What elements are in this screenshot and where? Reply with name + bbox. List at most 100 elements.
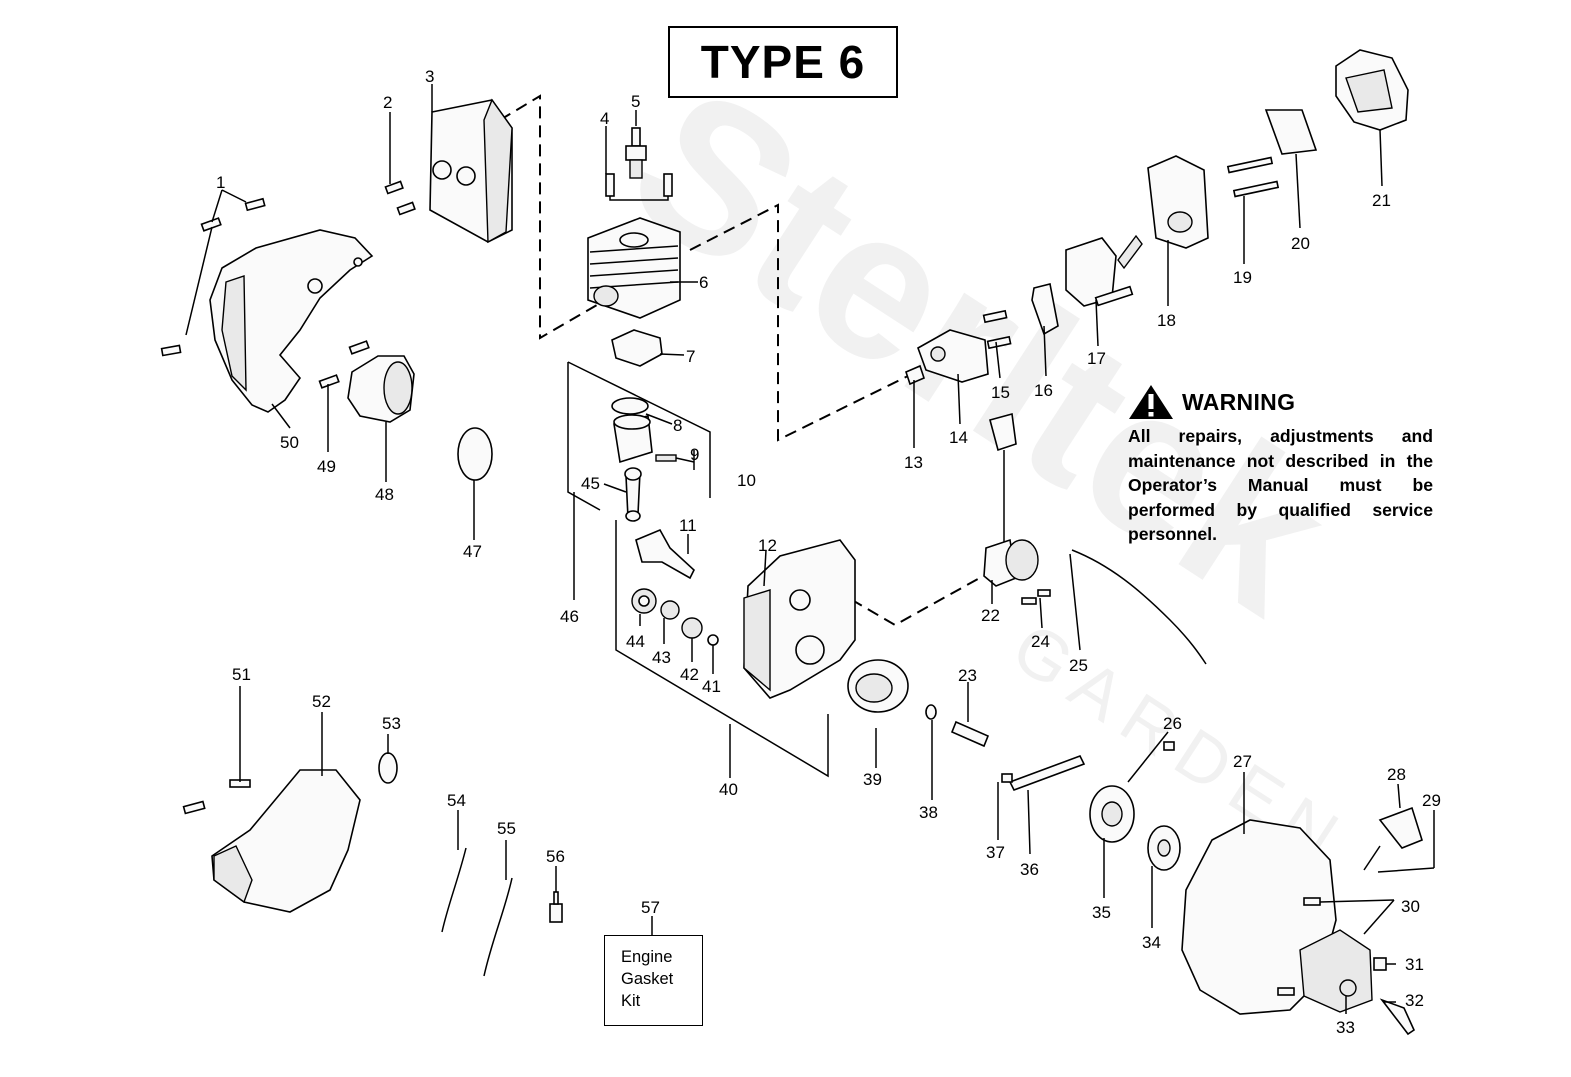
callout-3: 3 xyxy=(425,67,434,86)
callout-9: 9 xyxy=(690,445,699,464)
warning-heading: WARNING xyxy=(1182,388,1296,415)
part-52-cover xyxy=(211,769,361,913)
callout-57: 57 xyxy=(641,898,660,917)
bracket-46 xyxy=(567,362,601,511)
part-18-filter-plate xyxy=(1147,155,1209,249)
callout-13: 13 xyxy=(904,453,923,472)
gasket-kit-box: Engine Gasket Kit xyxy=(604,935,703,1026)
callout-54: 54 xyxy=(447,791,466,810)
part-54-fuel-line xyxy=(441,847,467,933)
part-56-fuel-filter xyxy=(549,903,563,923)
callout-21: 21 xyxy=(1372,191,1391,210)
callout-26: 26 xyxy=(1163,714,1182,733)
callout-53: 53 xyxy=(382,714,401,733)
callout-56: 56 xyxy=(546,847,565,866)
callout-6: 6 xyxy=(699,273,708,292)
callout-37: 37 xyxy=(986,843,1005,862)
part-30-screw xyxy=(1303,897,1321,906)
part-45-conrod xyxy=(624,467,642,522)
part-1-screws xyxy=(160,197,266,357)
part-37-screw xyxy=(1001,773,1013,783)
callout-36: 36 xyxy=(1020,860,1039,879)
part-5-spark-plug xyxy=(625,127,647,179)
part-20-filter-element xyxy=(1264,109,1318,155)
part-13-gasket xyxy=(905,364,925,386)
callout-48: 48 xyxy=(375,485,394,504)
part-15-screw xyxy=(982,309,1008,324)
callout-51: 51 xyxy=(232,665,251,684)
bracket-10 xyxy=(567,361,711,498)
callout-38: 38 xyxy=(919,803,938,822)
part-10-piston xyxy=(613,414,677,464)
diagram-title: TYPE 6 xyxy=(668,26,898,98)
part-55-fuel-line xyxy=(483,877,513,977)
callout-12: 12 xyxy=(758,536,777,555)
part-42-bearing xyxy=(681,617,703,639)
callout-27: 27 xyxy=(1233,752,1252,771)
callout-2: 2 xyxy=(383,93,392,112)
part-3-muffler xyxy=(429,98,513,244)
part-21-filter-cover xyxy=(1335,49,1409,131)
part-53-nut xyxy=(378,752,398,784)
part-16-gasket xyxy=(1031,283,1059,336)
callout-15: 15 xyxy=(991,383,1010,402)
callout-19: 19 xyxy=(1233,268,1252,287)
warning-header: WARNING xyxy=(1128,384,1433,420)
warning-text: All repairs, adjustments and maintenance… xyxy=(1128,426,1433,544)
part-26-nut xyxy=(1163,741,1175,751)
callout-43: 43 xyxy=(652,648,671,667)
part-8-ring xyxy=(611,397,649,415)
part-47-o-ring xyxy=(457,427,493,481)
part-14-intake xyxy=(917,329,989,383)
callout-1: 1 xyxy=(216,173,225,192)
callout-41: 41 xyxy=(702,677,721,696)
kit-line-1: Engine xyxy=(621,948,673,966)
part-25-wire xyxy=(1071,549,1207,665)
part-19-screw xyxy=(1226,156,1274,174)
callout-34: 34 xyxy=(1142,933,1161,952)
part-24-screw xyxy=(1021,597,1037,605)
callout-28: 28 xyxy=(1387,765,1406,784)
part-6-cylinder xyxy=(587,217,681,319)
callout-46: 46 xyxy=(560,607,579,626)
part-50-shroud xyxy=(209,229,374,413)
part-17-carburetor xyxy=(1065,234,1143,307)
part-31-pawl xyxy=(1373,957,1387,971)
callout-29: 29 xyxy=(1422,791,1441,810)
callout-32: 32 xyxy=(1405,991,1424,1010)
part-23-starter-pawl xyxy=(950,720,990,748)
callout-50: 50 xyxy=(280,433,299,452)
callout-40: 40 xyxy=(719,780,738,799)
part-2-screws xyxy=(384,180,416,216)
callout-23: 23 xyxy=(958,666,977,685)
callout-55: 55 xyxy=(497,819,516,838)
part-49-screw xyxy=(318,374,340,389)
callout-52: 52 xyxy=(312,692,331,711)
callout-30: 30 xyxy=(1401,897,1420,916)
callout-8: 8 xyxy=(673,416,682,435)
callout-22: 22 xyxy=(981,606,1000,625)
callout-20: 20 xyxy=(1291,234,1310,253)
callout-10: 10 xyxy=(737,471,756,490)
callout-14: 14 xyxy=(949,428,968,447)
part-32-spring xyxy=(1379,998,1416,1036)
callout-49: 49 xyxy=(317,457,336,476)
callout-7: 7 xyxy=(686,347,695,366)
part-38-washer xyxy=(925,704,937,720)
part-39-flywheel xyxy=(847,659,909,713)
part-41-ring xyxy=(707,634,719,646)
kit-line-3: Kit xyxy=(621,992,641,1010)
callout-17: 17 xyxy=(1087,349,1106,368)
part-12-crankcase xyxy=(743,539,856,699)
callout-18: 18 xyxy=(1157,311,1176,330)
callout-16: 16 xyxy=(1034,381,1053,400)
callout-31: 31 xyxy=(1405,955,1424,974)
callout-35: 35 xyxy=(1092,903,1111,922)
part-22-ignition-module xyxy=(983,412,1039,587)
callout-5: 5 xyxy=(631,92,640,111)
part-36-link xyxy=(1008,755,1086,791)
callout-42: 42 xyxy=(680,665,699,684)
callout-24: 24 xyxy=(1031,632,1050,651)
part-43-seal xyxy=(660,600,680,620)
